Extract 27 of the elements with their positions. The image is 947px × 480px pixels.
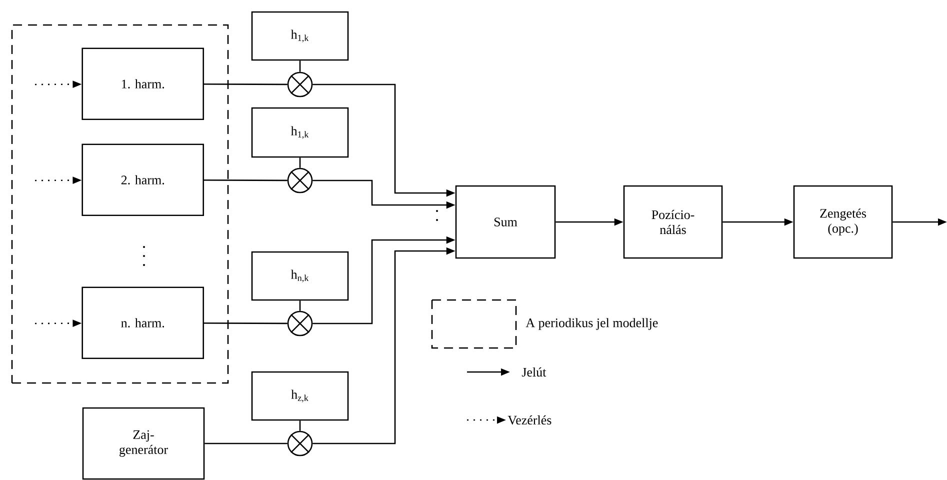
noise-generator-box: Zaj- generátor [82, 407, 205, 480]
gain-box: h$_{n,k}$ [251, 251, 349, 301]
process-box: Pozício- nálás [623, 185, 723, 259]
multiplier-symbol [287, 168, 313, 194]
multiplier-symbol [287, 72, 313, 98]
legend-label: A periodikus jel modellje [526, 318, 658, 330]
signal-line [204, 83, 288, 86]
legend-label: Vezérlés [508, 415, 552, 425]
gain-box: h$_{1,k}$ [251, 11, 349, 61]
signal-line [204, 179, 288, 182]
signal-line [299, 300, 301, 311]
harmonic-box: 2. harm. [82, 144, 204, 216]
sum-box: Sum [455, 185, 556, 259]
gain-box: h$_{z,k}$ [251, 371, 349, 421]
signal-line [299, 420, 301, 431]
signal-line [204, 442, 288, 444]
process-box: Zengetés (opc.) [793, 185, 893, 259]
multiplier-symbol [287, 430, 313, 456]
signal-line [204, 322, 288, 324]
gain-box: h$_{1,k}$ [251, 107, 349, 158]
signal-line [299, 60, 301, 72]
dashed-group-box [11, 24, 229, 384]
signal-line [299, 158, 301, 168]
harmonic-box: n. harm. [82, 286, 204, 359]
multiplier-symbol [287, 310, 313, 336]
legend-label: Jelút [522, 367, 546, 377]
harmonic-box: 1. harm. [82, 48, 204, 120]
